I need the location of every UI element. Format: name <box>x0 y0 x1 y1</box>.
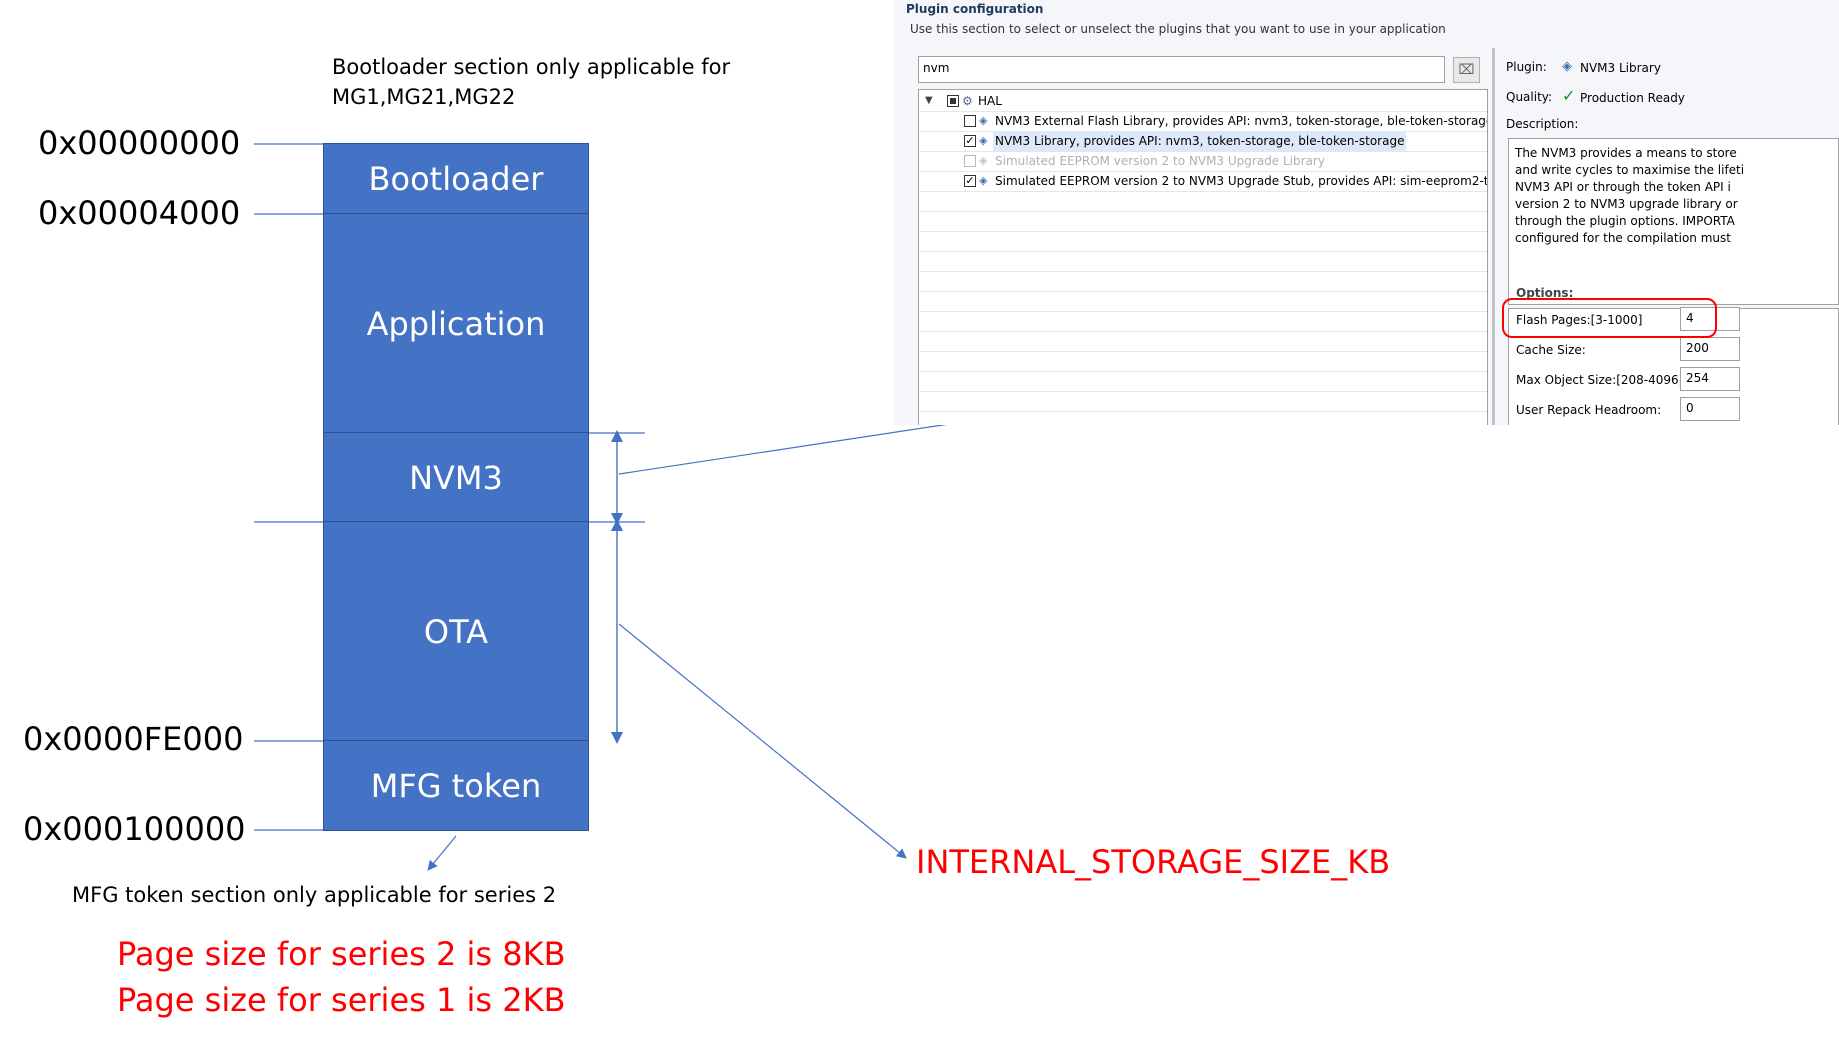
tree-empty-row <box>919 311 1487 332</box>
option-max-object-size-label: Max Object Size:[208-4096] <box>1516 373 1684 387</box>
tree-item-checkbox[interactable]: ✓ <box>964 134 976 147</box>
tree-empty-row <box>919 271 1487 292</box>
plugin-icon: ◈ <box>1562 59 1572 74</box>
splitter[interactable] <box>1492 48 1495 425</box>
description-line: version 2 to NVM3 upgrade library or <box>1515 197 1738 211</box>
tree-item-label: Simulated EEPROM version 2 to NVM3 Upgra… <box>995 174 1487 188</box>
plugin-label: Plugin: <box>1506 60 1547 74</box>
tree-empty-row <box>919 291 1487 312</box>
tree-item-checkbox[interactable] <box>964 115 976 127</box>
quality-label: Quality: <box>1506 90 1553 104</box>
cache-size-field[interactable]: 200 <box>1680 337 1740 361</box>
tree-item[interactable]: ◈ NVM3 External Flash Library, provides … <box>919 111 1487 132</box>
bootloader-note: Bootloader section only applicable for M… <box>332 52 730 112</box>
option-cache-size-label: Cache Size: <box>1516 343 1586 357</box>
block-ota: OTA <box>323 521 589 742</box>
options-label: Options: <box>1516 286 1574 300</box>
user-repack-headroom-field[interactable]: 0 <box>1680 397 1740 421</box>
plugin-search-input[interactable]: nvm <box>918 56 1445 83</box>
tree-empty-row <box>919 351 1487 372</box>
tree-empty-row <box>919 411 1487 425</box>
description-box: The NVM3 provides a means to store and w… <box>1508 138 1839 305</box>
option-user-repack-headroom-label: User Repack Headroom: <box>1516 403 1662 417</box>
plugin-tree: ▼ ⚙ HAL ◈ NVM3 External Flash Library, p… <box>918 89 1488 425</box>
plugin-details: Plugin: ◈ NVM3 Library Quality: ✓ Produc… <box>1502 48 1839 425</box>
tree-empty-row <box>919 231 1487 252</box>
address-0x0000FE000: 0x0000FE000 <box>23 720 244 758</box>
max-object-size-field[interactable]: 254 <box>1680 367 1740 391</box>
tree-item[interactable]: ✓ ◈ Simulated EEPROM version 2 to NVM3 U… <box>919 171 1487 192</box>
ota-to-internal-storage-arrow <box>618 623 907 859</box>
tree-empty-row <box>919 371 1487 392</box>
mfg-token-note-arrow <box>427 835 457 871</box>
chevron-down-icon[interactable]: ▼ <box>925 95 933 106</box>
block-mfg-token: MFG token <box>323 740 589 831</box>
block-application: Application <box>323 213 589 434</box>
plugin-value: NVM3 Library <box>1580 61 1661 75</box>
flash-pages-highlight <box>1502 298 1717 338</box>
plugin-icon: ◈ <box>979 114 988 127</box>
plugin-icon: ◈ <box>979 174 988 187</box>
description-line: The NVM3 provides a means to store <box>1515 146 1737 160</box>
tree-empty-row <box>919 331 1487 352</box>
mfg-token-note: MFG token section only applicable for se… <box>72 883 557 907</box>
bootloader-note-line2: MG1,MG21,MG22 <box>332 85 516 109</box>
tree-item-selected[interactable]: ✓ ◈ NVM3 Library, provides API: nvm3, to… <box>919 131 1487 152</box>
page-size-series2: Page size for series 2 is 8KB <box>117 935 566 973</box>
tree-item-checkbox <box>964 155 976 167</box>
internal-storage-label: INTERNAL_STORAGE_SIZE_KB <box>916 843 1391 881</box>
tree-empty-row <box>919 251 1487 272</box>
tree-item-label: NVM3 Library, provides API: nvm3, token-… <box>993 131 1407 151</box>
tree-group-checkbox[interactable] <box>947 95 959 107</box>
address-0x000100000: 0x000100000 <box>23 810 246 848</box>
plugin-icon: ◈ <box>979 154 988 167</box>
tree-empty-row <box>919 211 1487 232</box>
bootloader-note-line1: Bootloader section only applicable for <box>332 55 731 79</box>
block-bootloader: Bootloader <box>323 143 589 215</box>
tree-item-checkbox[interactable]: ✓ <box>964 174 976 187</box>
hal-group-icon: ⚙ <box>962 94 973 108</box>
panel-subtitle: Use this section to select or unselect t… <box>910 22 1446 36</box>
description-line: and write cycles to maximise the lifeti <box>1515 163 1745 177</box>
panel-title: Plugin configuration <box>906 2 1044 16</box>
plugin-icon: ◈ <box>979 134 988 147</box>
block-nvm3: NVM3 <box>323 432 589 523</box>
quality-value: Production Ready <box>1580 91 1685 105</box>
description-line: through the plugin options. IMPORTA <box>1515 214 1735 228</box>
option-flash-pages-label: Flash Pages:[3-1000] <box>1516 313 1643 327</box>
tree-empty-row <box>919 191 1487 212</box>
tree-group-hal[interactable]: ▼ ⚙ HAL <box>919 91 1487 112</box>
tree-item-label: Simulated EEPROM version 2 to NVM3 Upgra… <box>995 154 1325 168</box>
description-line: configured for the compilation must <box>1515 231 1731 245</box>
tree-group-label: HAL <box>978 94 1002 108</box>
tree-item-label: NVM3 External Flash Library, provides AP… <box>995 114 1488 128</box>
clear-search-button[interactable]: ⌧ <box>1453 57 1480 83</box>
address-0x00000000: 0x00000000 <box>38 124 241 162</box>
tree-empty-row <box>919 391 1487 412</box>
options-box <box>1508 308 1839 425</box>
description-label: Description: <box>1506 117 1579 131</box>
check-icon: ✓ <box>1562 86 1576 105</box>
tree-item-disabled: ◈ Simulated EEPROM version 2 to NVM3 Upg… <box>919 151 1487 172</box>
clear-filter-icon: ⌧ <box>1458 62 1475 78</box>
page-size-series1: Page size for series 1 is 2KB <box>117 981 566 1019</box>
address-0x00004000: 0x00004000 <box>38 194 241 232</box>
description-line: NVM3 API or through the token API i <box>1515 180 1731 194</box>
plugin-configuration-panel: Plugin configuration Use this section to… <box>894 0 1839 425</box>
